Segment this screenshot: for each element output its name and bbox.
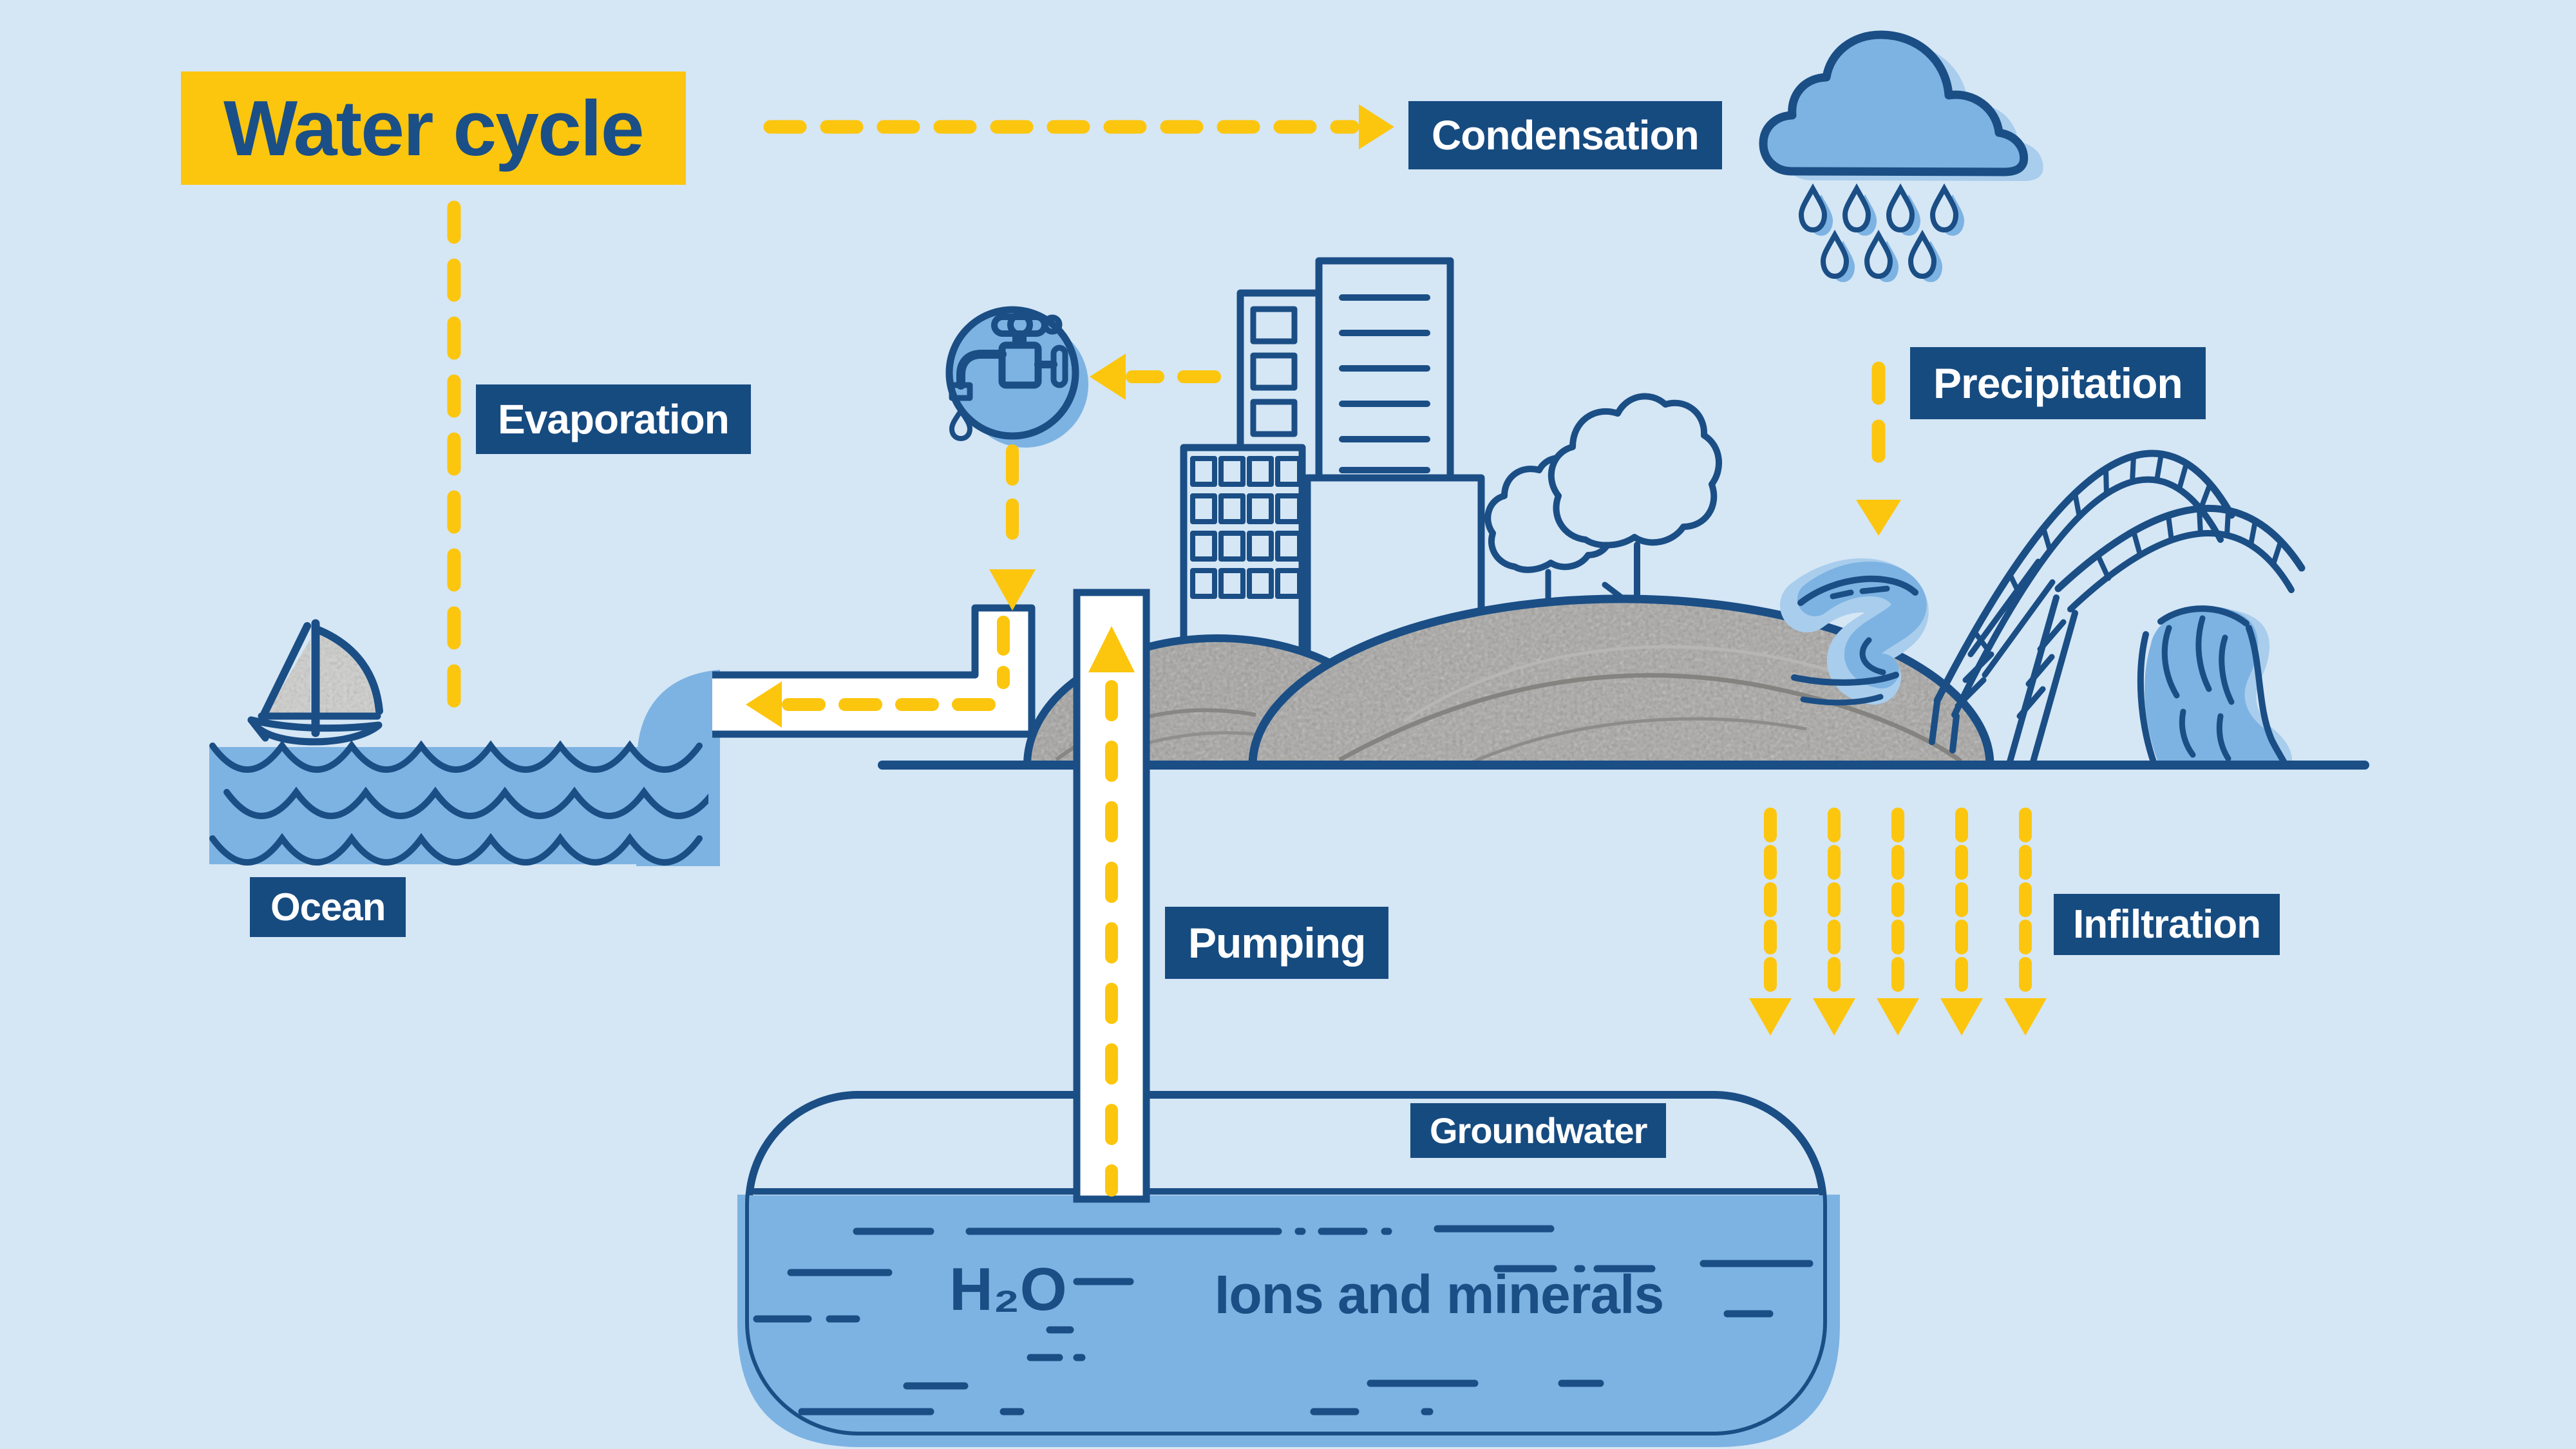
- infiltration-arrows: [1764, 808, 2032, 999]
- faucet-flow-arrows: [989, 354, 1221, 611]
- precipitation-flow-arrow: [1856, 361, 1901, 536]
- tall-building-windows: [1339, 294, 1430, 473]
- arch-bridges: [1929, 450, 2306, 770]
- infiltration-arrowheads: [1749, 998, 2047, 1036]
- faucet-icon: [945, 306, 1088, 448]
- outflow-pipe: [712, 604, 1036, 738]
- mineral-dashes: [753, 1225, 1814, 1416]
- label-evaporation: Evaporation: [476, 384, 751, 454]
- rain-cloud-icon: [1759, 30, 2043, 282]
- river: [2137, 605, 2293, 767]
- sailboat-icon: [247, 619, 383, 746]
- bridge-left: [1929, 450, 2235, 753]
- label-groundwater: Groundwater: [1410, 1103, 1667, 1158]
- text-ions-minerals: Ions and minerals: [1215, 1264, 1664, 1325]
- label-pumping: Pumping: [1165, 907, 1389, 979]
- mid-building-windows: [1250, 306, 1298, 437]
- diagram-title: Water cycle: [181, 71, 686, 185]
- grid-building-windows: [1190, 456, 1302, 599]
- groundwater-tank: [737, 1091, 1840, 1447]
- stream: [1780, 558, 1929, 706]
- outflow-arrow: [777, 616, 1010, 711]
- label-condensation: Condensation: [1408, 101, 1722, 169]
- label-ocean: Ocean: [250, 877, 406, 937]
- evaporation-flow-arrow: [447, 120, 1359, 721]
- ocean-waves: [209, 740, 708, 866]
- pumping-pipe: [1073, 589, 1150, 1203]
- label-precipitation: Precipitation: [1910, 347, 2206, 419]
- text-h2o: H₂O: [949, 1255, 1067, 1323]
- bridge-right: [2006, 505, 2306, 770]
- raindrops: [1801, 189, 1964, 282]
- label-infiltration: Infiltration: [2054, 894, 2280, 955]
- big-tree-canopy: [1548, 393, 1723, 549]
- arrowhead-right: [1359, 104, 1394, 149]
